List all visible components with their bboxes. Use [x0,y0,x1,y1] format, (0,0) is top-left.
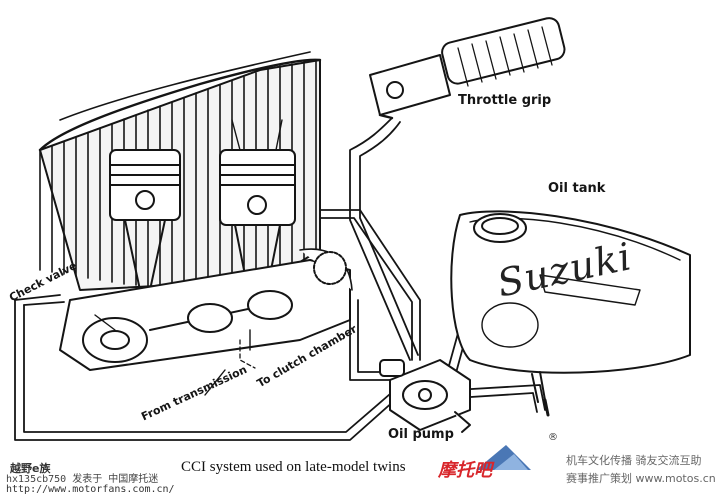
throttle-grip [369,17,566,120]
watermark-site-title: 越野e族 [10,462,51,475]
oil-tank [450,210,691,417]
oil-tank-label: Oil tank [548,181,606,196]
left-piston [109,149,181,291]
watermark-logo: 摩托吧 [437,445,531,481]
watermark-slogan-2: 赛事推广策划 www.motos.cn [566,472,716,485]
throttle-grip-label: Throttle grip [458,93,552,108]
right-piston [219,119,296,301]
oil-pump [379,359,471,433]
figure-caption: CCI system used on late-model twins [181,459,406,475]
crankcase [59,248,353,371]
watermark-logo-text: 摩托吧 [437,460,495,481]
watermark-url: http://www.motorfans.com.cn/ [6,484,175,495]
watermark-slogan-1: 机车文化传播 骑友交流互助 [566,454,702,467]
oil-pump-label: Oil pump [388,427,454,442]
label-arrows [94,314,251,396]
watermark-registered-mark: ® [548,432,558,443]
watermark-post-line: hx135cb750 发表于 中国摩托迷 [6,474,159,485]
